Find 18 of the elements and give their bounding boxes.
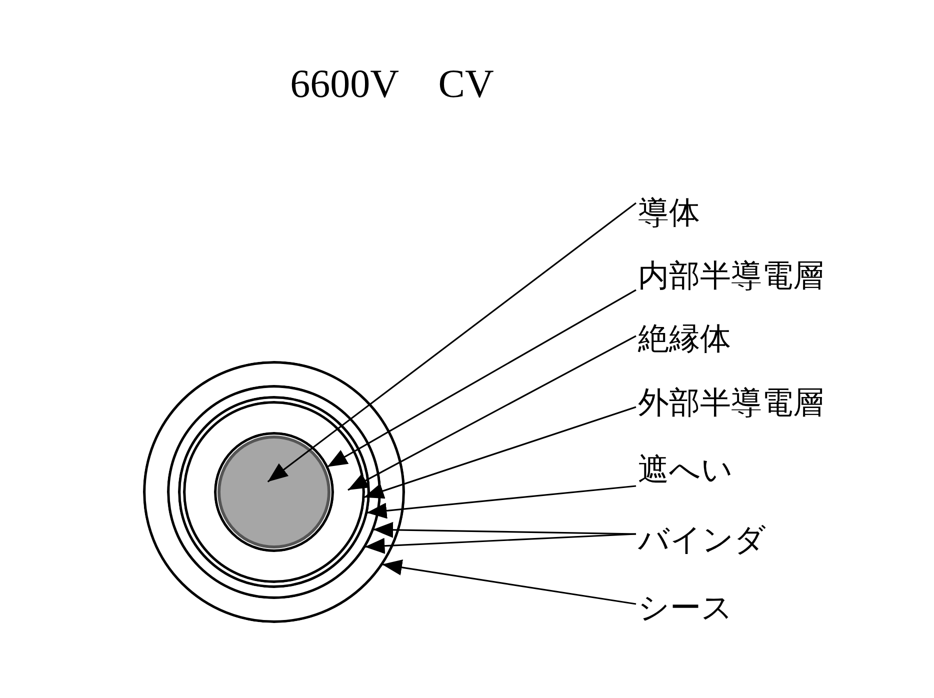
leader-line [267,202,636,482]
leader-line [382,560,636,605]
leader-line [348,335,636,491]
leader-line [373,522,636,538]
leader-line [364,533,636,554]
title: 6600V CV [289,60,495,108]
layer-ring [143,361,405,623]
part-label: 外部半導電層 [638,385,824,421]
leader-line [326,289,636,468]
part-label: シース [638,590,733,626]
layer-ring [167,385,381,599]
part-label: バインダ [638,522,766,558]
leader-line [366,485,636,519]
leader-line [364,406,636,499]
part-label: 遮へい [638,452,733,488]
part-label: 導体 [638,195,700,231]
part-label: 絶縁体 [638,321,731,357]
part-label: 内部半導電層 [638,258,824,294]
